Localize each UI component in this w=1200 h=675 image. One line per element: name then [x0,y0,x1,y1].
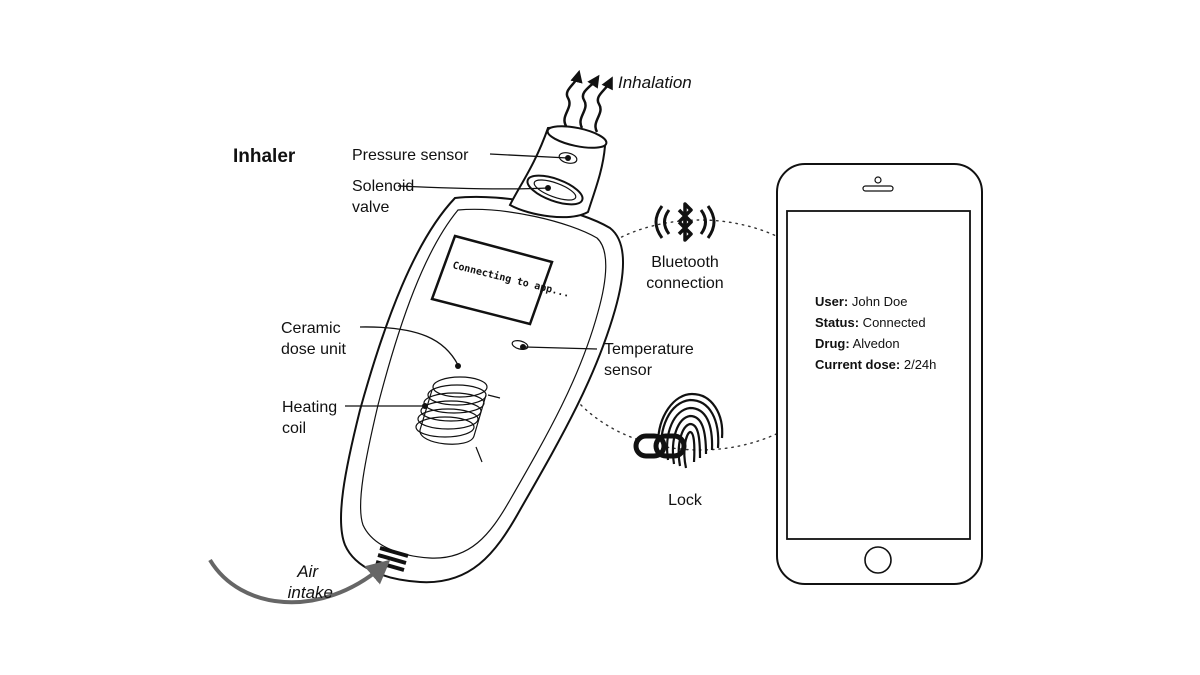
solenoid-valve-label-line2: valve [352,199,389,216]
lock-label: Lock [668,492,703,509]
air-intake-label-line2: intake [288,583,333,602]
inhaler-device: Connecting to app... [340,125,624,584]
bluetooth-icon [654,202,716,242]
earpiece-speaker [862,185,894,192]
pressure-sensor-label: Pressure sensor [352,147,469,164]
home-button-icon [864,546,892,574]
ceramic-dose-unit-label-line2: dose unit [281,341,346,358]
air-intake-arrow [208,558,391,605]
heating-coil-label-line1: Heating [282,399,337,416]
mouthpiece [508,125,608,219]
diagram-title: Inhaler [233,146,296,167]
inhaler-inner-body [359,208,607,559]
phone-row-user: User: John Doe [815,294,908,309]
phone-screen [786,210,971,540]
chain-link-icon [633,433,687,459]
front-camera [874,176,882,184]
bluetooth-label-line1: Bluetooth [651,254,719,271]
inhalation-label: Inhalation [618,73,692,92]
ceramic-dose-unit-label-line1: Ceramic [281,320,341,337]
phone-row-status: Status: Connected [815,315,926,330]
smartphone: User: John Doe Status: Connected Drug: A… [776,163,983,585]
temperature-sensor-label-line2: sensor [604,362,653,379]
phone-row-current-dose: Current dose: 2/24h [815,357,936,372]
heating-coil-label-line2: coil [282,420,306,437]
phone-info-list: User: John Doe Status: Connected Drug: A… [815,294,936,372]
solenoid-valve-label-line1: Solenoid [352,178,414,195]
heating-coil [415,376,501,463]
temperature-sensor-label-line1: Temperature [604,341,694,358]
air-intake-label-line1: Air [296,562,319,581]
inhalation-arrows [563,69,613,133]
leader-lines [345,153,598,409]
bluetooth-label-line2: connection [646,275,723,292]
inhaler-screen [430,234,554,326]
phone-row-drug: Drug: Alvedon [815,336,900,351]
